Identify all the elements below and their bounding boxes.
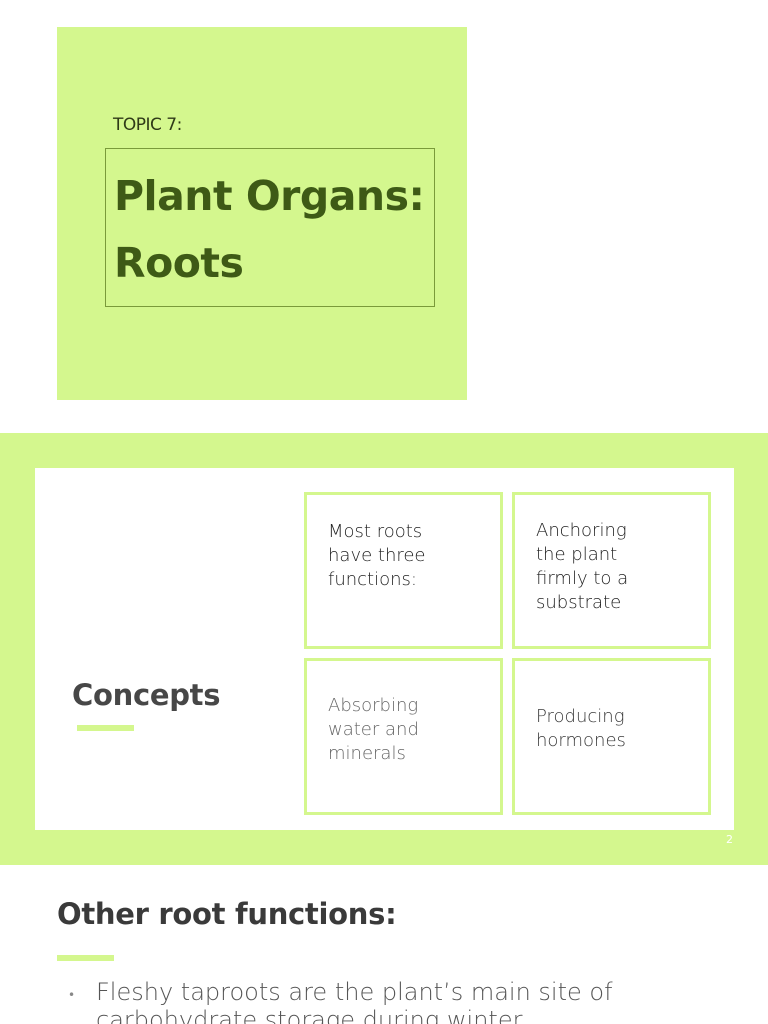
bullet-text: Fleshy taproots are the plant’s main sit… <box>96 978 613 1024</box>
bullet-list: • Fleshy taproots are the plant’s main s… <box>60 978 680 1024</box>
concept-cell-text: Most roots have three functions: <box>328 521 426 590</box>
topic-label: TOPIC 7: <box>113 115 182 135</box>
concept-cell-text: Absorbing water and minerals <box>328 695 419 764</box>
concepts-slide: Concepts Most roots have three functions… <box>0 433 768 865</box>
concepts-panel: Concepts Most roots have three functions… <box>35 468 734 830</box>
concept-cell-absorbing: Absorbing water and minerals <box>304 658 503 815</box>
concept-cell-intro: Most roots have three functions: <box>304 492 503 649</box>
title-box: Plant Organs: Roots <box>105 148 435 307</box>
section-heading: Other root functions: <box>57 897 397 931</box>
page-number: 2 <box>726 833 733 846</box>
concept-cell-hormones: Producing hormones <box>512 658 711 815</box>
list-item: • Fleshy taproots are the plant’s main s… <box>60 978 680 1024</box>
bullet-icon: • <box>68 988 76 1002</box>
concepts-heading: Concepts <box>72 678 221 712</box>
title-line-1: Plant Organs: <box>114 172 425 220</box>
slide-title: Plant Organs: Roots <box>114 163 434 297</box>
concept-cell-text: Producing hormones <box>536 706 626 751</box>
title-line-2: Roots <box>114 239 244 287</box>
title-slide: TOPIC 7: Plant Organs: Roots <box>57 27 467 400</box>
heading-underline <box>57 955 114 961</box>
heading-underline <box>77 725 134 731</box>
concept-cell-anchoring: Anchoring the plant firmly to a substrat… <box>512 492 711 649</box>
concept-cell-text: Anchoring the plant firmly to a substrat… <box>536 520 629 613</box>
